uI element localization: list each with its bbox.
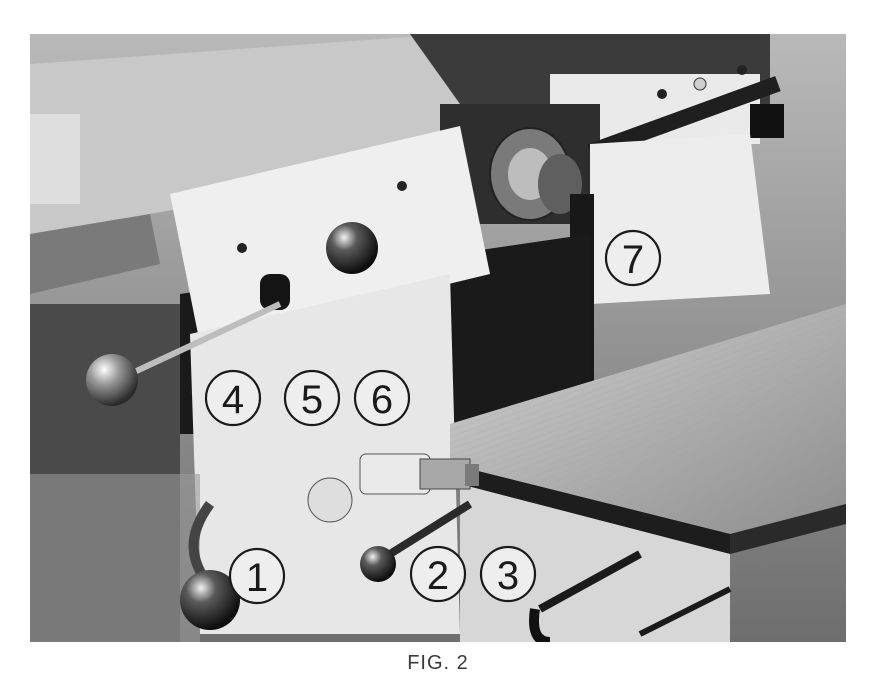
- callout-6: 6: [353, 369, 411, 427]
- crank-handle: [387, 500, 473, 558]
- callout-4-label: 4: [222, 378, 244, 422]
- callout-2: 2: [409, 545, 467, 603]
- callout-5: 5: [283, 369, 341, 427]
- crank-shaft: [419, 458, 471, 490]
- crank-knob: [360, 546, 396, 582]
- badge-plate: [307, 477, 353, 523]
- callout-6-label: 6: [371, 378, 393, 422]
- clamp-bar: [538, 550, 642, 613]
- table-edge: [450, 464, 730, 554]
- callout-3: 3: [479, 545, 537, 603]
- callout-7-label: 7: [622, 238, 644, 282]
- callout-5-label: 5: [301, 378, 323, 422]
- table-support: [460, 484, 730, 642]
- fence-rod: [587, 76, 781, 160]
- machine-photograph: [30, 34, 846, 642]
- figure-caption: FIG. 2: [407, 652, 469, 674]
- lever-ball: [86, 354, 138, 406]
- callout-3-label: 3: [497, 554, 519, 598]
- lower-handle-knob: [180, 570, 240, 630]
- locking-knob: [326, 222, 378, 274]
- callout-7: 7: [604, 229, 662, 287]
- callout-1: 1: [228, 547, 286, 605]
- adjust-lever: [128, 301, 282, 377]
- callout-4: 4: [204, 369, 262, 427]
- machine-column: [190, 274, 460, 634]
- callout-2-label: 2: [427, 554, 449, 598]
- callout-1-label: 1: [246, 556, 268, 600]
- rod-end: [750, 104, 784, 138]
- lever-slot: [260, 274, 290, 310]
